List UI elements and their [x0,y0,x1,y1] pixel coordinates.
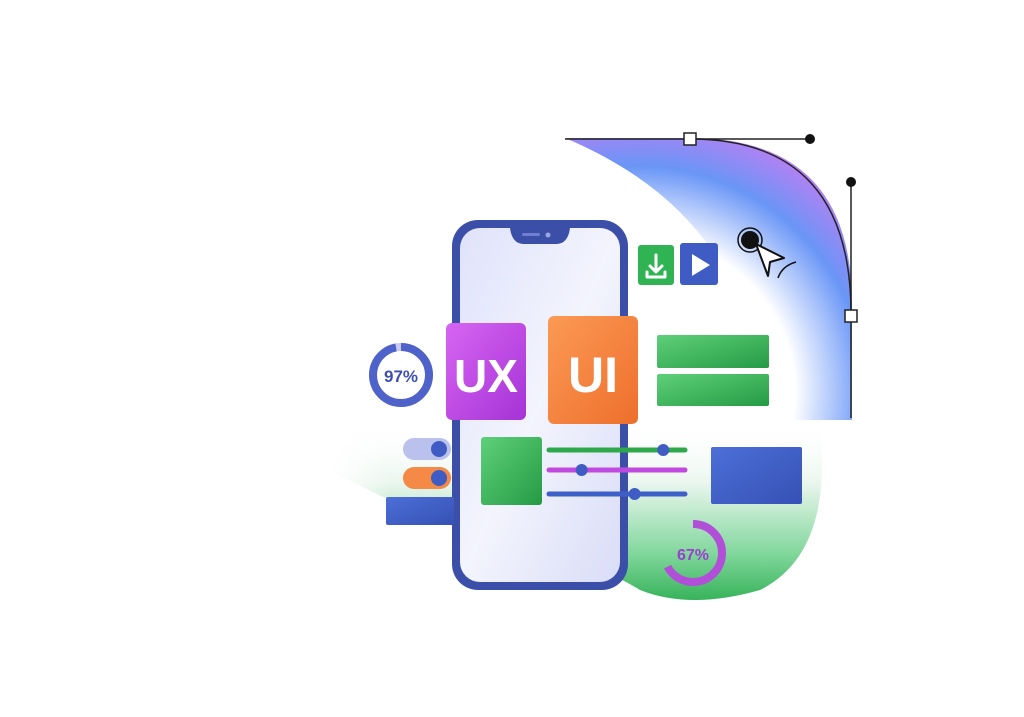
play-icon [692,254,710,276]
slider-group [546,444,688,500]
ux-tile: UX [446,323,526,420]
play-button[interactable] [680,243,718,285]
gradient-arc-glow [565,138,852,420]
content-block-green [481,437,542,505]
slider-green[interactable] [546,444,688,456]
content-block-blue [386,497,454,525]
gauge-primary-label: 97% [384,367,418,386]
content-block-blue [711,447,802,504]
bezier-guide [565,132,858,418]
slider-knob[interactable] [628,488,641,500]
slider-purple[interactable] [546,464,688,476]
slider-knob[interactable] [575,464,588,476]
phone-notch [510,228,570,244]
progress-gauge-secondary: 67% [660,520,726,586]
download-icon [645,253,667,279]
toggle-switch[interactable] [403,467,451,489]
bezier-anchor-point[interactable] [846,177,856,187]
slider-blue[interactable] [546,488,688,500]
cursor-icon [737,227,797,279]
ui-label: UI [568,347,618,403]
slider-knob[interactable] [657,444,670,456]
download-button[interactable] [638,245,674,285]
progress-gauge-primary: 97% [369,343,433,407]
bezier-handle[interactable] [844,309,858,323]
ui-tile: UI [548,316,638,424]
bezier-handle[interactable] [683,132,697,146]
toggle-switch[interactable] [403,438,451,460]
ux-label: UX [454,350,518,402]
gauge-secondary-label: 67% [677,547,709,564]
content-block-green [657,335,769,368]
content-block-green [657,374,769,406]
bezier-anchor-point[interactable] [805,134,815,144]
